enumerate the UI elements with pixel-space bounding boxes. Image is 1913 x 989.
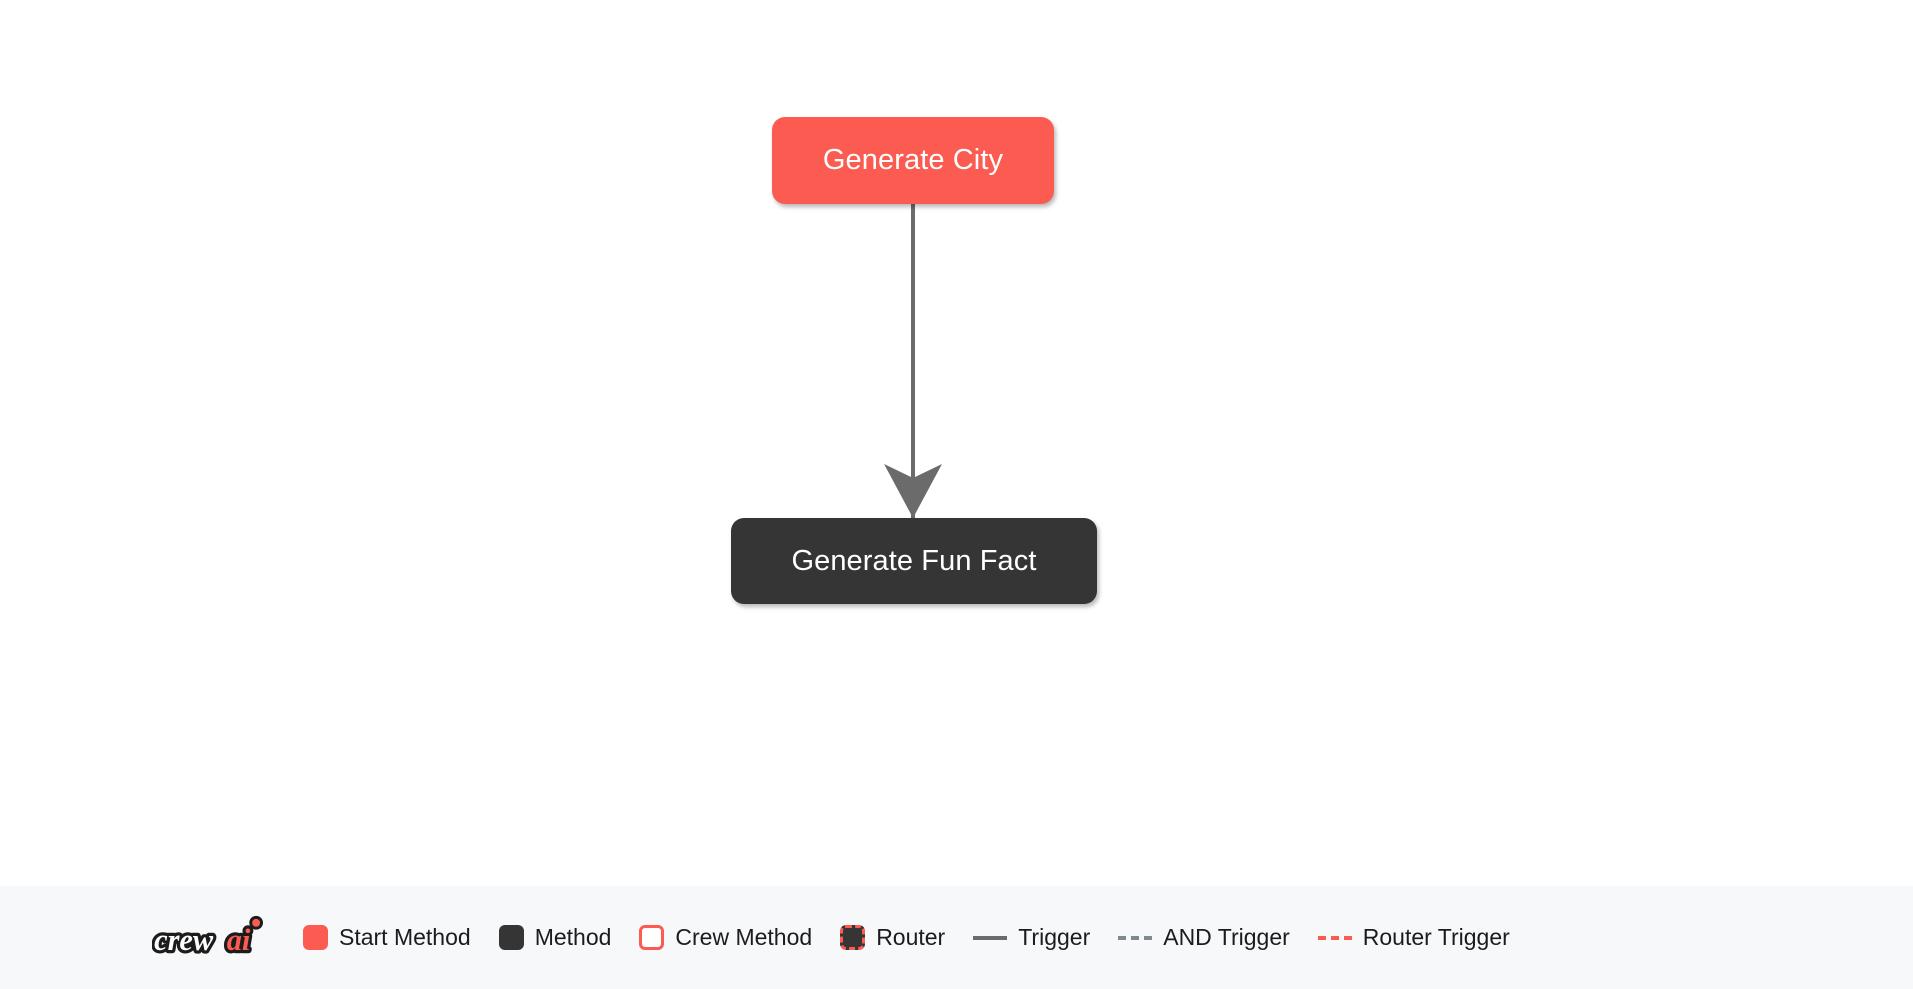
legend-bar: crew crew ai ai Start Method Method Crew… xyxy=(0,886,1913,989)
diagram-canvas[interactable]: Generate City Generate Fun Fact xyxy=(0,0,1913,886)
legend-item-method: Method xyxy=(498,924,612,950)
legend-label-crew-method: Crew Method xyxy=(675,924,813,950)
node-generate-fun-fact-label: Generate Fun Fact xyxy=(791,544,1037,577)
crewai-logo-ai-outline: ai xyxy=(227,923,251,957)
legend-label-router-trigger: Router Trigger xyxy=(1362,924,1510,950)
start-method-swatch-icon xyxy=(303,925,328,950)
legend-label-router: Router xyxy=(876,924,946,950)
node-generate-fun-fact[interactable]: Generate Fun Fact xyxy=(731,518,1097,604)
legend-item-and-trigger: AND Trigger xyxy=(1118,926,1290,949)
crewai-logo-crew-outline: crew xyxy=(154,923,214,957)
legend-item-router-trigger: Router Trigger xyxy=(1317,924,1510,950)
router-trigger-line-icon xyxy=(1317,935,1352,940)
legend-item-start-method: Start Method xyxy=(303,925,471,950)
method-swatch-icon xyxy=(498,925,524,950)
legend-label-and-trigger: AND Trigger xyxy=(1163,924,1290,950)
trigger-line-icon xyxy=(973,935,1008,940)
legend-label-method: Method xyxy=(534,924,612,950)
edge-layer xyxy=(884,204,942,518)
node-generate-city[interactable]: Generate City xyxy=(772,117,1054,204)
crewai-logo-crew-fill: crew xyxy=(154,923,214,957)
crewai-logo-dot xyxy=(252,918,261,927)
crewai-logo: crew crew ai ai xyxy=(152,915,263,960)
legend-label-start-method: Start Method xyxy=(339,924,471,950)
router-swatch-icon xyxy=(840,925,866,950)
edge-city-to-fact xyxy=(884,204,942,518)
legend-item-trigger: Trigger xyxy=(973,926,1090,949)
crewai-logo-ai-fill: ai xyxy=(227,923,251,957)
crew-method-swatch-icon xyxy=(639,925,665,950)
legend-item-crew-method: Crew Method xyxy=(639,925,812,950)
edge-arrowhead-icon xyxy=(884,464,942,518)
legend-item-router: Router xyxy=(840,925,945,950)
legend-label-trigger: Trigger xyxy=(1018,924,1091,950)
and-trigger-line-icon xyxy=(1118,935,1153,940)
node-generate-city-label: Generate City xyxy=(822,144,1004,176)
legend-items: Start Method Method Crew Method Router T… xyxy=(303,925,1510,950)
